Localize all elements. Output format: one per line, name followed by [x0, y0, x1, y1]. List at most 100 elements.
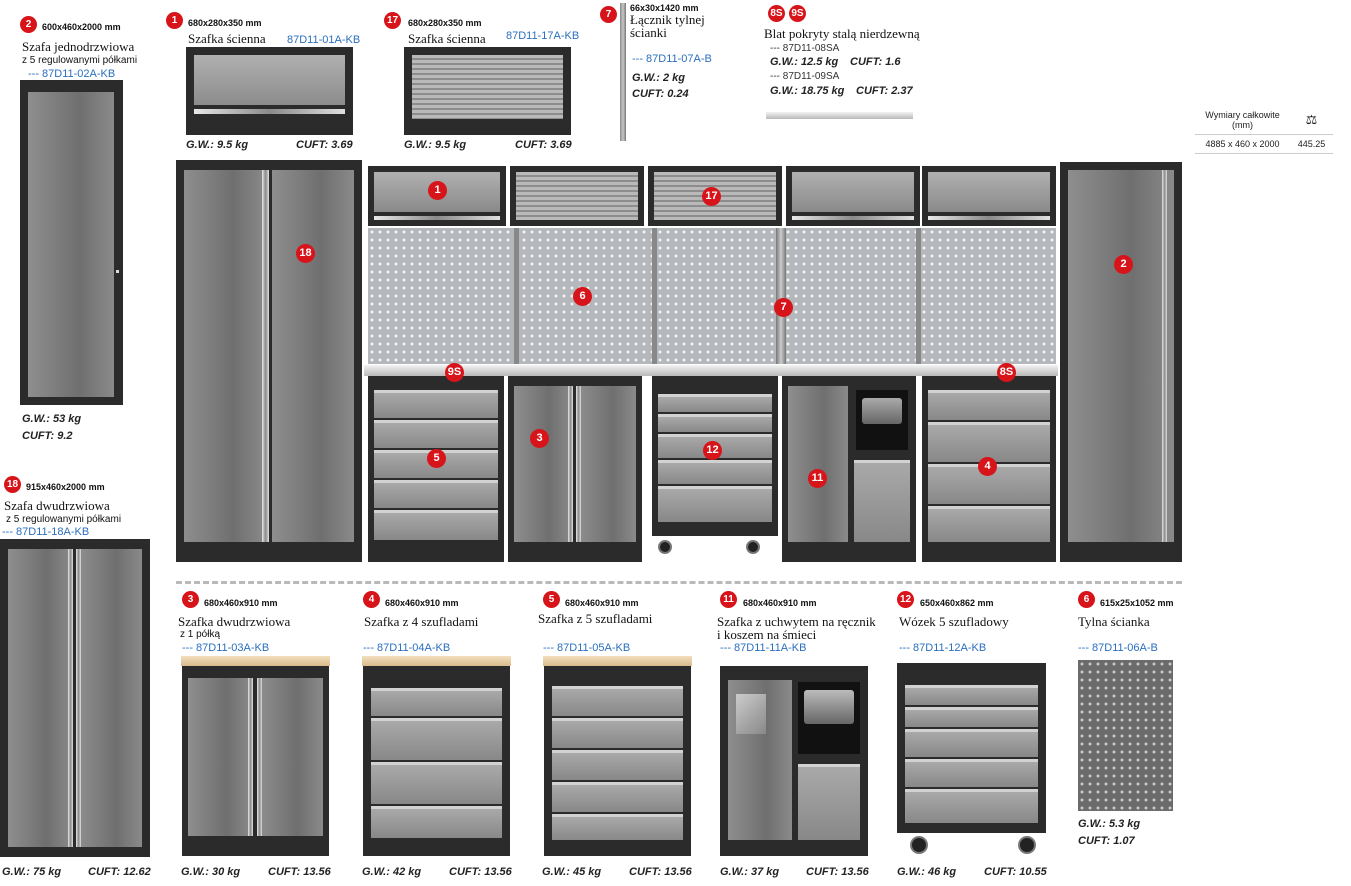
item-6-code: --- 87D11-06A-B	[1078, 642, 1158, 654]
item-12-code: --- 87D11-12A-KB	[899, 642, 987, 654]
item-3-name: Szafka dwudrzwiowa	[178, 614, 291, 629]
item-12-weight: G.W.: 46 kg	[897, 866, 957, 878]
section-divider	[176, 581, 1182, 584]
item-5-code: --- 87D11-05A-KB	[543, 642, 631, 654]
item-17-roller-cabinet-image	[404, 47, 571, 135]
item-18-weight: G.W.: 75 kg	[2, 866, 62, 878]
item-8s-code: --- 87D11-08SA	[770, 43, 840, 54]
summary-weight-value: 445.25	[1290, 134, 1333, 154]
badge-item-12: 12	[897, 591, 914, 608]
item-3-weight: G.W.: 30 kg	[181, 866, 241, 878]
item-1-weight: G.W.: 9.5 kg	[186, 139, 249, 151]
badge-item-8s: 8S	[768, 5, 785, 22]
item-12-trolley-image	[897, 663, 1046, 833]
assembly-badge-4: 4	[978, 457, 997, 476]
item-12-name: Wózek 5 szufladowy	[899, 614, 1009, 629]
item-17-dimensions: 680x280x350 mm	[408, 18, 482, 28]
badge-item-5: 5	[543, 591, 560, 608]
badge-item-17: 17	[384, 12, 401, 29]
item-1-code: 87D11-01A-KB	[287, 34, 361, 46]
badge-item-1: 1	[166, 12, 183, 29]
item-7-cuft: CUFT: 0.24	[632, 88, 689, 100]
assembly-badge-8s: 8S	[997, 363, 1016, 382]
item-11-dimensions: 680x460x910 mm	[743, 598, 817, 608]
item-1-wall-cabinet-image	[186, 47, 353, 135]
item-7-dimensions: 66x30x1420 mm	[630, 3, 699, 13]
item-2-subtitle: z 5 regulowanymi półkami	[22, 55, 138, 66]
item-4-cabinet-image	[362, 656, 511, 856]
item-18-subtitle: z 5 regulowanymi półkami	[6, 514, 122, 525]
assembly-badge-11: 11	[808, 469, 827, 488]
item-3-cabinet-image	[181, 656, 330, 856]
summary-table: Wymiary całkowite (mm) ⚖ 4885 x 460 x 20…	[1195, 106, 1333, 154]
item-17-weight: G.W.: 9.5 kg	[404, 139, 467, 151]
item-11-cabinet-image	[720, 666, 868, 856]
item-2-code: --- 87D11-02A-KB	[28, 68, 116, 80]
item-7-weight: G.W.: 2 kg	[632, 72, 685, 84]
assembly-badge-1: 1	[428, 181, 447, 200]
item-12-cuft: CUFT: 10.55	[984, 866, 1047, 878]
item-17-cuft: CUFT: 3.69	[515, 139, 572, 151]
item-12-wheel	[910, 836, 928, 854]
item-8s-worktop-image	[766, 112, 913, 119]
item-5-weight: G.W.: 45 kg	[542, 866, 602, 878]
item-9s-weight: G.W.: 18.75 kg	[770, 85, 845, 97]
item-18-cuft: CUFT: 12.62	[88, 866, 151, 878]
item-18-name: Szafa dwudrzwiowa	[4, 498, 110, 513]
item-7-name-line2: ścianki	[630, 25, 667, 40]
badge-item-9s: 9S	[789, 5, 806, 22]
item-4-cuft: CUFT: 13.56	[449, 866, 512, 878]
item-2-weight: G.W.: 53 kg	[22, 413, 82, 425]
item-4-weight: G.W.: 42 kg	[362, 866, 422, 878]
item-4-code: --- 87D11-04A-KB	[363, 642, 451, 654]
badge-item-11: 11	[720, 591, 737, 608]
item-2-dimensions: 600x460x2000 mm	[42, 22, 121, 32]
item-6-name: Tylna ścianka	[1078, 614, 1150, 629]
item-8s-cuft: CUFT: 1.6	[850, 56, 901, 68]
badge-item-2: 2	[20, 16, 37, 33]
item-2-name: Szafa jednodrzwiowa	[22, 39, 135, 54]
item-9s-code: --- 87D11-09SA	[770, 71, 840, 82]
assembly-badge-7: 7	[774, 298, 793, 317]
item-18-dimensions: 915x460x2000 mm	[26, 482, 105, 492]
item-7-name-line1: Łącznik tylnej	[630, 12, 705, 27]
item-7-connector-image	[620, 3, 626, 141]
item-7-code: --- 87D11-07A-B	[632, 53, 712, 65]
assembly-image	[176, 160, 1182, 562]
summary-dimensions-header: Wymiary całkowite (mm)	[1195, 106, 1290, 135]
item-17-name: Szafka ścienna	[408, 31, 486, 46]
item-6-cuft: CUFT: 1.07	[1078, 835, 1135, 847]
assembly-badge-18: 18	[296, 244, 315, 263]
item-5-cabinet-image	[543, 656, 692, 856]
item-3-dimensions: 680x460x910 mm	[204, 598, 278, 608]
item-12-dimensions: 650x460x862 mm	[920, 598, 994, 608]
item-5-dimensions: 680x460x910 mm	[565, 598, 639, 608]
item-1-cuft: CUFT: 3.69	[296, 139, 353, 151]
item-6-pegboard-image	[1078, 660, 1173, 811]
item-6-dimensions: 615x25x1052 mm	[1100, 598, 1174, 608]
item-5-name: Szafka z 5 szufladami	[538, 611, 653, 626]
item-2-cuft: CUFT: 9.2	[22, 430, 73, 442]
assembly-badge-6: 6	[573, 287, 592, 306]
assembly-badge-2: 2	[1114, 255, 1133, 274]
summary-weight-header: ⚖	[1290, 106, 1333, 135]
assembly-badge-17: 17	[702, 187, 721, 206]
item-6-weight: G.W.: 5.3 kg	[1078, 818, 1141, 830]
item-3-cuft: CUFT: 13.56	[268, 866, 331, 878]
assembly-badge-3: 3	[530, 429, 549, 448]
item-11-name-line2: i koszem na śmieci	[717, 627, 817, 642]
assembly-badge-12: 12	[703, 441, 722, 460]
summary-dimensions-value: 4885 x 460 x 2000	[1195, 134, 1290, 154]
item-5-cuft: CUFT: 13.56	[629, 866, 692, 878]
item-18-code: --- 87D11-18A-KB	[2, 526, 90, 538]
item-8s-name: Blat pokryty stalą nierdzewną	[764, 26, 920, 41]
item-3-code: --- 87D11-03A-KB	[182, 642, 270, 654]
badge-item-4: 4	[363, 591, 380, 608]
scale-icon: ⚖	[1305, 112, 1318, 127]
item-12-wheel	[1018, 836, 1036, 854]
item-4-name: Szafka z 4 szufladami	[364, 614, 479, 629]
item-8s-weight: G.W.: 12.5 kg	[770, 56, 839, 68]
item-11-weight: G.W.: 37 kg	[720, 866, 780, 878]
item-2-cabinet-image	[20, 80, 123, 405]
assembly-badge-5: 5	[427, 449, 446, 468]
